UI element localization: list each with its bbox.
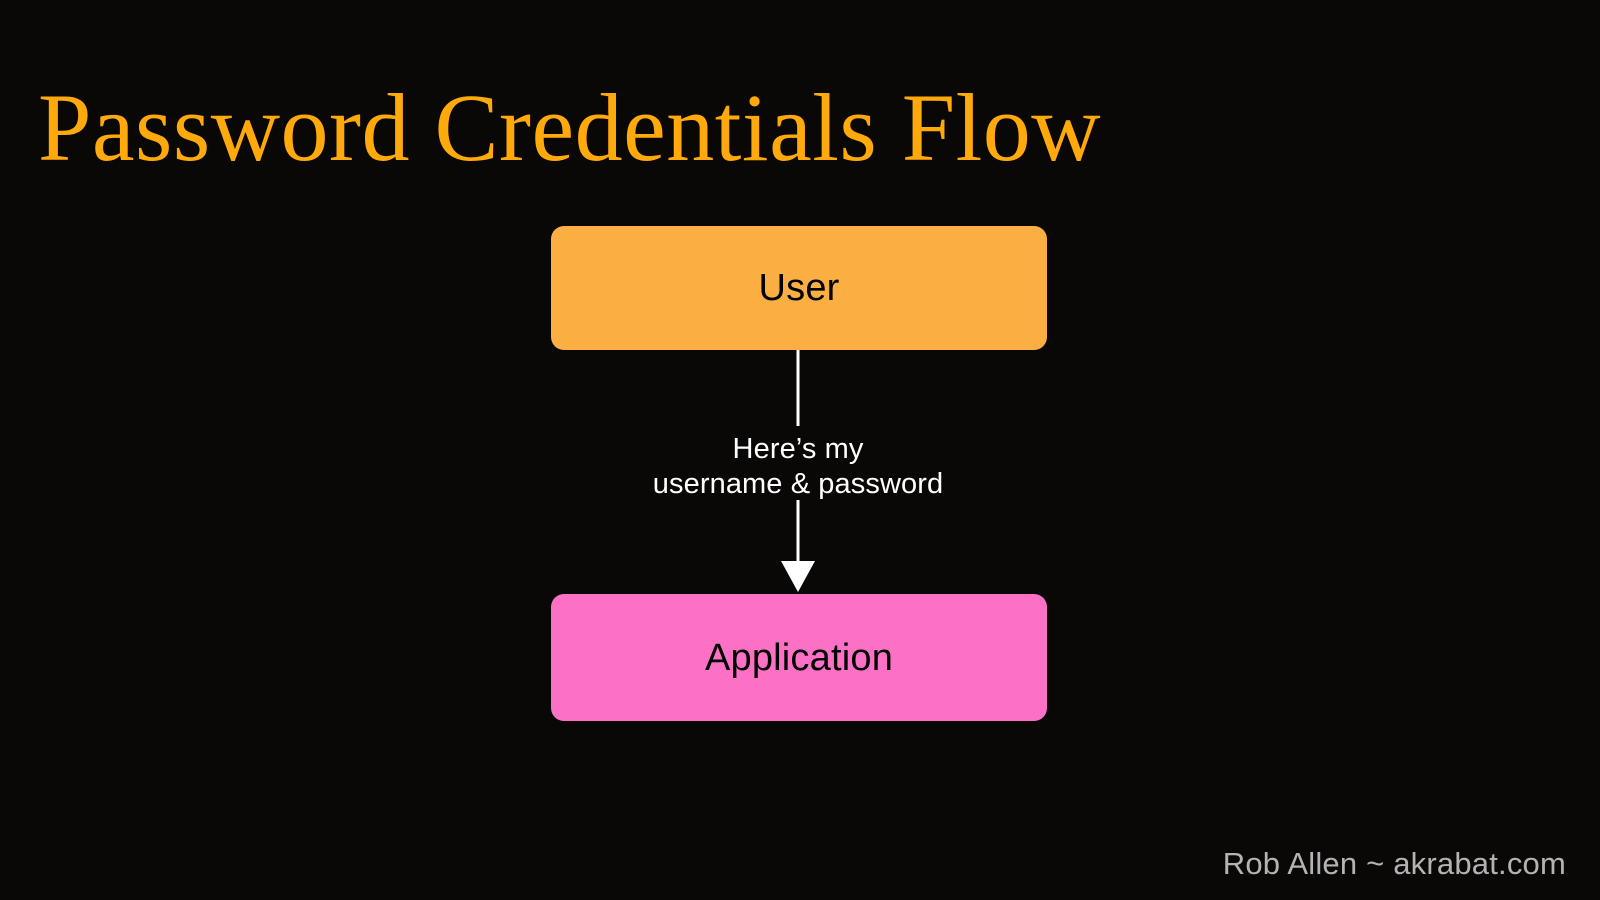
page-title: Password Credentials Flow — [38, 74, 1102, 182]
diagram-node-user-label: User — [758, 267, 840, 309]
flow-edge-label-line-1: Here’s my — [732, 433, 864, 465]
diagram-node-user[interactable]: User — [551, 226, 1047, 350]
diagram-node-application[interactable]: Application — [551, 594, 1047, 721]
arrowhead-icon — [781, 561, 815, 592]
flow-edge-label-line-2: username & password — [652, 468, 944, 500]
flow-edge-label: Here’s my username & password — [598, 432, 998, 502]
diagram-node-application-label: Application — [704, 636, 894, 679]
footer-credit: Rob Allen ~ akrabat.com — [1222, 846, 1566, 881]
